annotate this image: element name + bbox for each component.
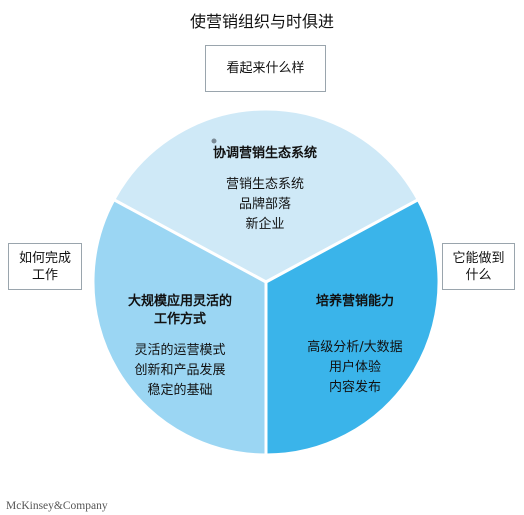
segment-right-item: 内容发布 xyxy=(328,380,381,395)
page-title: 使营销组织与时俱进 xyxy=(189,12,334,31)
segment-top-items: 营销生态系统 品牌部落 新企业 xyxy=(165,175,365,235)
segment-left-item: 创新和产品发展 xyxy=(134,363,226,378)
segment-top-title: 协调营销生态系统 xyxy=(212,146,317,161)
segment-left-items: 灵活的运营模式 创新和产品发展 稳定的基础 xyxy=(100,341,260,401)
brand-logo-text: McKinsey&Company xyxy=(6,500,108,512)
label-what-text: 看起来什么样 xyxy=(226,61,305,76)
segment-left-item: 灵活的运营模式 xyxy=(134,343,226,358)
label-what-it-looks-like: 看起来什么样 xyxy=(205,45,326,92)
label-how-line-1: 如何完成 xyxy=(18,250,71,266)
segment-top xyxy=(111,107,421,284)
segment-left-item: 稳定的基础 xyxy=(147,383,213,398)
segment-top-item: 品牌部落 xyxy=(238,197,291,212)
label-how-line-2: 工作 xyxy=(31,267,58,283)
segment-right-items: 高级分析/大数据 用户体验 内容发布 xyxy=(280,338,430,398)
segment-right-item: 高级分析/大数据 xyxy=(307,340,403,355)
segment-top-item: 营销生态系统 xyxy=(225,177,304,192)
segment-left-title-line-1: 大规模应用灵活的 xyxy=(127,294,232,309)
segment-right-item: 用户体验 xyxy=(328,360,381,375)
segment-left-title-line-2: 工作方式 xyxy=(153,312,206,327)
segment-left-title: 大规模应用灵活的 工作方式 xyxy=(100,293,260,329)
label-what-it-can-do: 它能做到 什么 xyxy=(442,243,515,290)
label-can-line-2: 什么 xyxy=(465,267,492,283)
label-how-work-done: 如何完成 工作 xyxy=(8,243,82,290)
segment-right-title: 培养营销能力 xyxy=(315,294,394,309)
label-can-line-1: 它能做到 xyxy=(452,250,505,266)
segment-right xyxy=(264,197,441,457)
indicator-dot xyxy=(211,138,217,144)
segment-top-item: 新企业 xyxy=(245,217,285,232)
segment-left xyxy=(91,197,268,457)
